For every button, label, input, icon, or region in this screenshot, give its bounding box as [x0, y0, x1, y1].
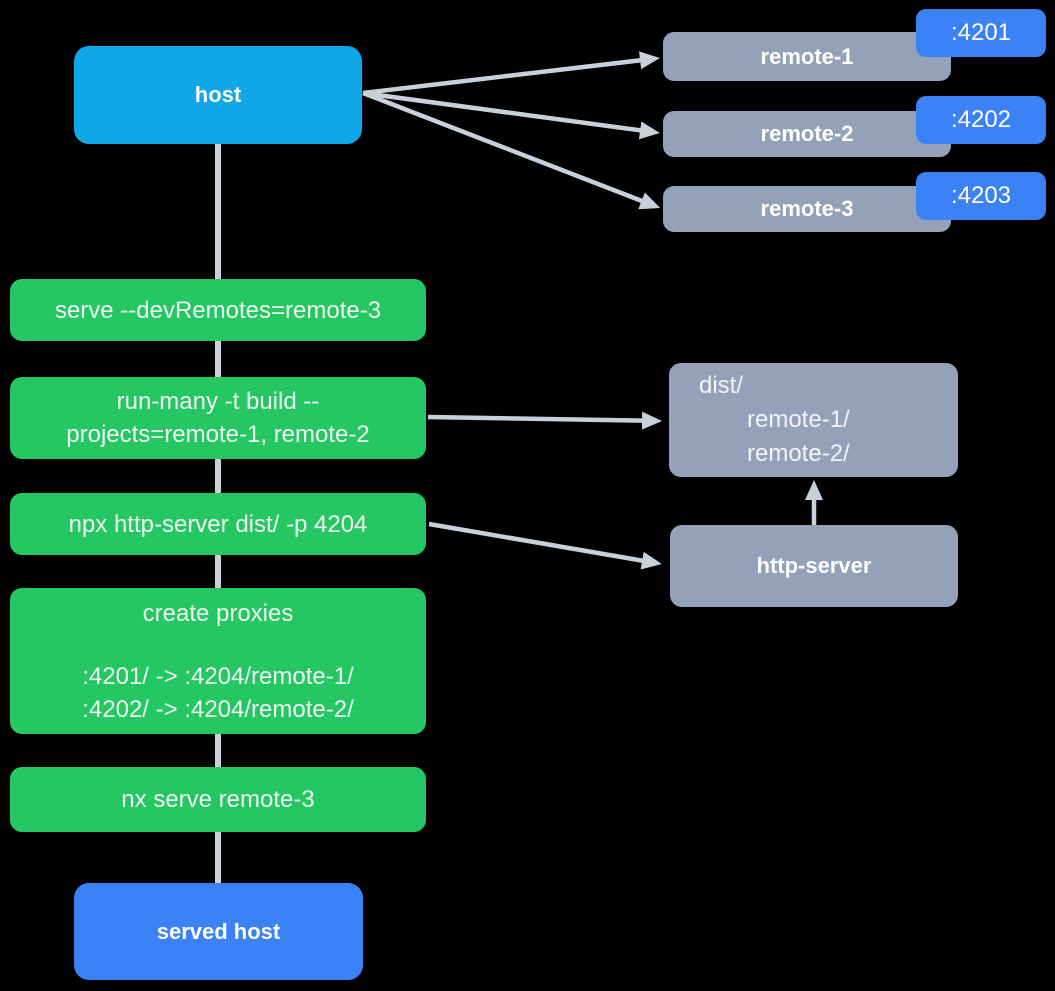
step-http-server-cmd-line: npx http-server dist/ -p 4204 [68, 510, 368, 538]
step-run-many-build-node: run-many -t build -- projects=remote-1, … [10, 377, 426, 459]
port-badge-4203: :4203 [916, 172, 1046, 220]
edge-build-dist [427, 411, 662, 430]
step-run-many-line-1: run-many -t build -- [116, 388, 320, 415]
step-run-many-line-2: projects=remote-1, remote-2 [66, 421, 370, 448]
step-nx-serve-remote-3-node: nx serve remote-3 [10, 767, 426, 832]
remote-1-label: remote-1 [760, 43, 854, 69]
remote-2-node: remote-2 [663, 111, 951, 157]
served-host-node: served host [74, 883, 363, 980]
dist-remote-2-label: remote-2/ [747, 440, 850, 467]
edge-host-remote-1 [362, 51, 660, 96]
proxy-rule-2: :4202/ -> :4204/remote-2/ [82, 695, 354, 723]
dist-root-label: dist/ [699, 372, 744, 399]
served-host-label: served host [156, 918, 281, 944]
step-serve-line: serve --devRemotes=remote-3 [54, 296, 382, 324]
edge-cmd-httpserver [428, 521, 662, 570]
step-serve-dev-remotes-node: serve --devRemotes=remote-3 [10, 279, 426, 341]
host-node: host [74, 46, 362, 144]
remote-3-label: remote-3 [760, 196, 854, 221]
edge-host-remote-2 [362, 90, 660, 140]
port-badge-4202: :4202 [916, 96, 1046, 144]
remote-2-label: remote-2 [760, 121, 854, 146]
proxy-rule-1: :4201/ -> :4204/remote-1/ [82, 662, 354, 690]
http-server-node: http-server [670, 525, 958, 607]
step-nx-serve-line: nx serve remote-3 [121, 786, 315, 813]
dist-remote-1-label: remote-1/ [747, 406, 850, 433]
create-proxies-title: create proxies [142, 599, 294, 627]
remote-1-node: remote-1 [663, 32, 951, 81]
edge-host-remote-3 [362, 90, 661, 210]
remote-3-node: remote-3 [663, 186, 951, 232]
host-label: host [194, 82, 242, 107]
dist-folder-node: dist/ remote-1/ remote-2/ [669, 363, 958, 477]
http-server-label: http-server [756, 553, 872, 578]
step-http-server-cmd-node: npx http-server dist/ -p 4204 [10, 493, 426, 555]
port-badge-4201: :4201 [916, 9, 1046, 57]
step-create-proxies-node: create proxies :4201/ -> :4204/remote-1/… [10, 588, 426, 734]
